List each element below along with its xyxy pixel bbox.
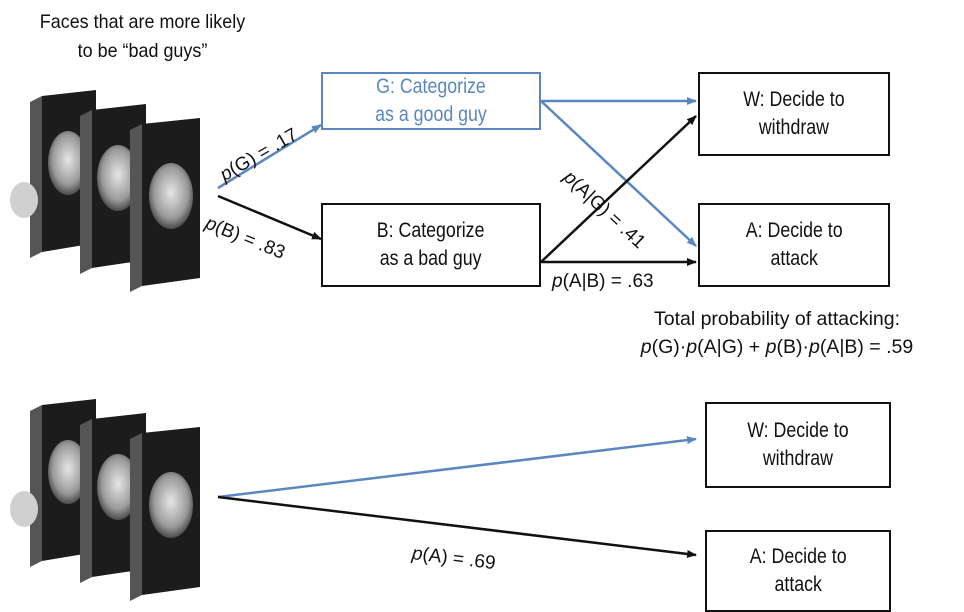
arrow-g-to-a [540,100,697,247]
box-decide-withdraw-top: W: Decide to withdraw [698,72,890,156]
faces-caption: Faces that are more likely to be “bad gu… [11,8,273,66]
face-stack-icon [10,399,200,601]
box-decide-attack-top: A: Decide to attack [698,203,890,287]
box-w-bottom-line1: W: Decide to [747,419,849,442]
box-a-bottom-line1: A: Decide to [749,545,847,568]
box-a-bottom-line2: attack [774,573,822,596]
box-a-top-line2: attack [770,247,818,270]
box-b-line2: as a bad guy [380,247,482,270]
caption-line-1: Faces that are more likely [39,11,246,33]
box-g-line2: as a good guy [375,103,487,126]
arrow-to-g [217,123,322,190]
arrow-b-to-w [540,115,697,263]
total-line-1: Total probability of attacking: [653,308,901,330]
arrow-bottom-to-w [217,436,697,499]
box-decide-attack-bottom: A: Decide to attack [705,530,891,612]
box-w-top-line2: withdraw [758,116,830,139]
box-w-bottom-line2: withdraw [762,447,834,470]
box-g-line1: G: Categorize [376,75,486,98]
box-categorize-good: G: Categorize as a good guy [321,72,541,130]
box-decide-withdraw-bottom: W: Decide to withdraw [705,402,891,488]
face-stack-icon [10,90,200,292]
arrow-to-b [217,194,322,241]
caption-line-2: to be “bad guys” [77,40,208,62]
box-b-line1: B: Categorize [377,219,485,242]
label-p-attack-given-bad: p(A|B) = .63 [552,271,654,292]
total-probability: Total probability of attacking: p(G)·p(A… [590,305,964,361]
total-formula: p(G)·p(A|G) + p(B)·p(A|B) = .59 [640,336,914,358]
box-w-top-line1: W: Decide to [743,88,845,111]
box-a-top-line1: A: Decide to [745,219,843,242]
arrow-bottom-to-a [217,495,697,558]
box-categorize-bad: B: Categorize as a bad guy [321,203,541,287]
